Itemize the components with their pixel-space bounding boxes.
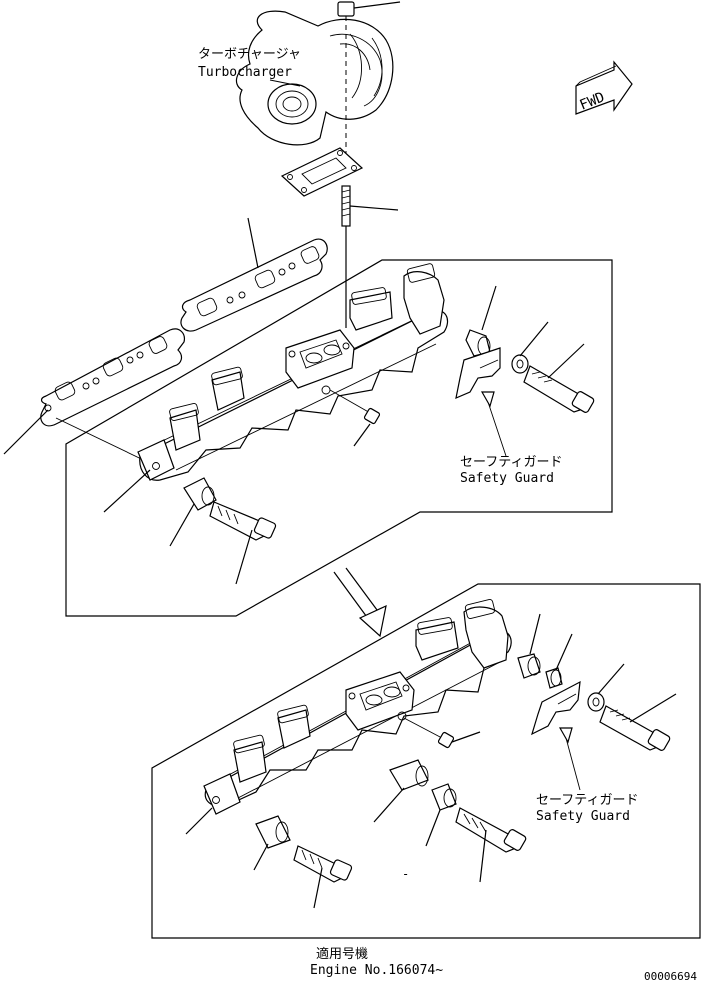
dash-mark: - [402,867,409,881]
exhaust-manifold-upper [137,263,449,481]
safety-guard-upper [455,347,501,400]
leader-line [451,731,481,743]
turbo-nut [337,1,355,17]
leader-line [547,343,585,379]
leader-line [247,217,259,269]
engine-number-label: Engine No.166074~ [310,963,443,978]
drawing-number: 00006694 [644,970,697,982]
leader-line [555,633,573,671]
manifold-gasket-rear [180,217,328,332]
lower-middle-fasteners [373,759,527,883]
safety-guard-lower-en: Safety Guard [536,809,630,824]
leader-line [3,409,49,455]
upper-right-fasteners [455,285,595,457]
leader-line [253,843,269,871]
leader-line [479,829,487,883]
fwd-arrow-icon: FWD [575,60,633,115]
leader-line [169,503,195,547]
lower-left-fasteners [185,807,353,909]
turbo-gasket [280,147,364,197]
leader-line [349,205,399,211]
leader-line [519,321,549,357]
leader-line [103,469,151,513]
leader-line [373,787,405,823]
applicable-engine-jp: 適用号機 [316,946,368,962]
turbocharger-en-label: Turbocharger [198,65,292,80]
safety-guard-lower [531,680,581,736]
exhaust-manifold-lower [203,599,512,815]
leader-line [529,613,541,655]
upper-variant-frame [65,259,613,617]
leader-line [481,285,497,331]
stud-bolt [341,185,399,328]
leader-line [185,807,213,835]
safety-guard-lower-jp: セーフティガード [536,793,638,808]
leader-line [353,423,371,447]
down-arrow-icon [333,567,387,638]
turbocharger [235,1,401,160]
turbocharger-jp-label: ターボチャージャ [198,47,301,62]
manifold-gasket-front [3,328,185,467]
lower-right-fasteners [517,613,677,791]
upper-left-fasteners [103,469,277,585]
upper-small-bolt [329,389,381,447]
leader-line [597,663,625,695]
leader-line [313,867,323,909]
leader-line [235,529,253,585]
leader-line [629,693,677,723]
leader-line [425,809,441,847]
safety-guard-upper-en: Safety Guard [460,471,554,486]
lower-variant-frame [151,583,701,939]
leader-line [353,1,401,9]
safety-guard-upper-jp: セーフティガード [460,455,562,470]
lower-small-bolt [403,717,481,749]
